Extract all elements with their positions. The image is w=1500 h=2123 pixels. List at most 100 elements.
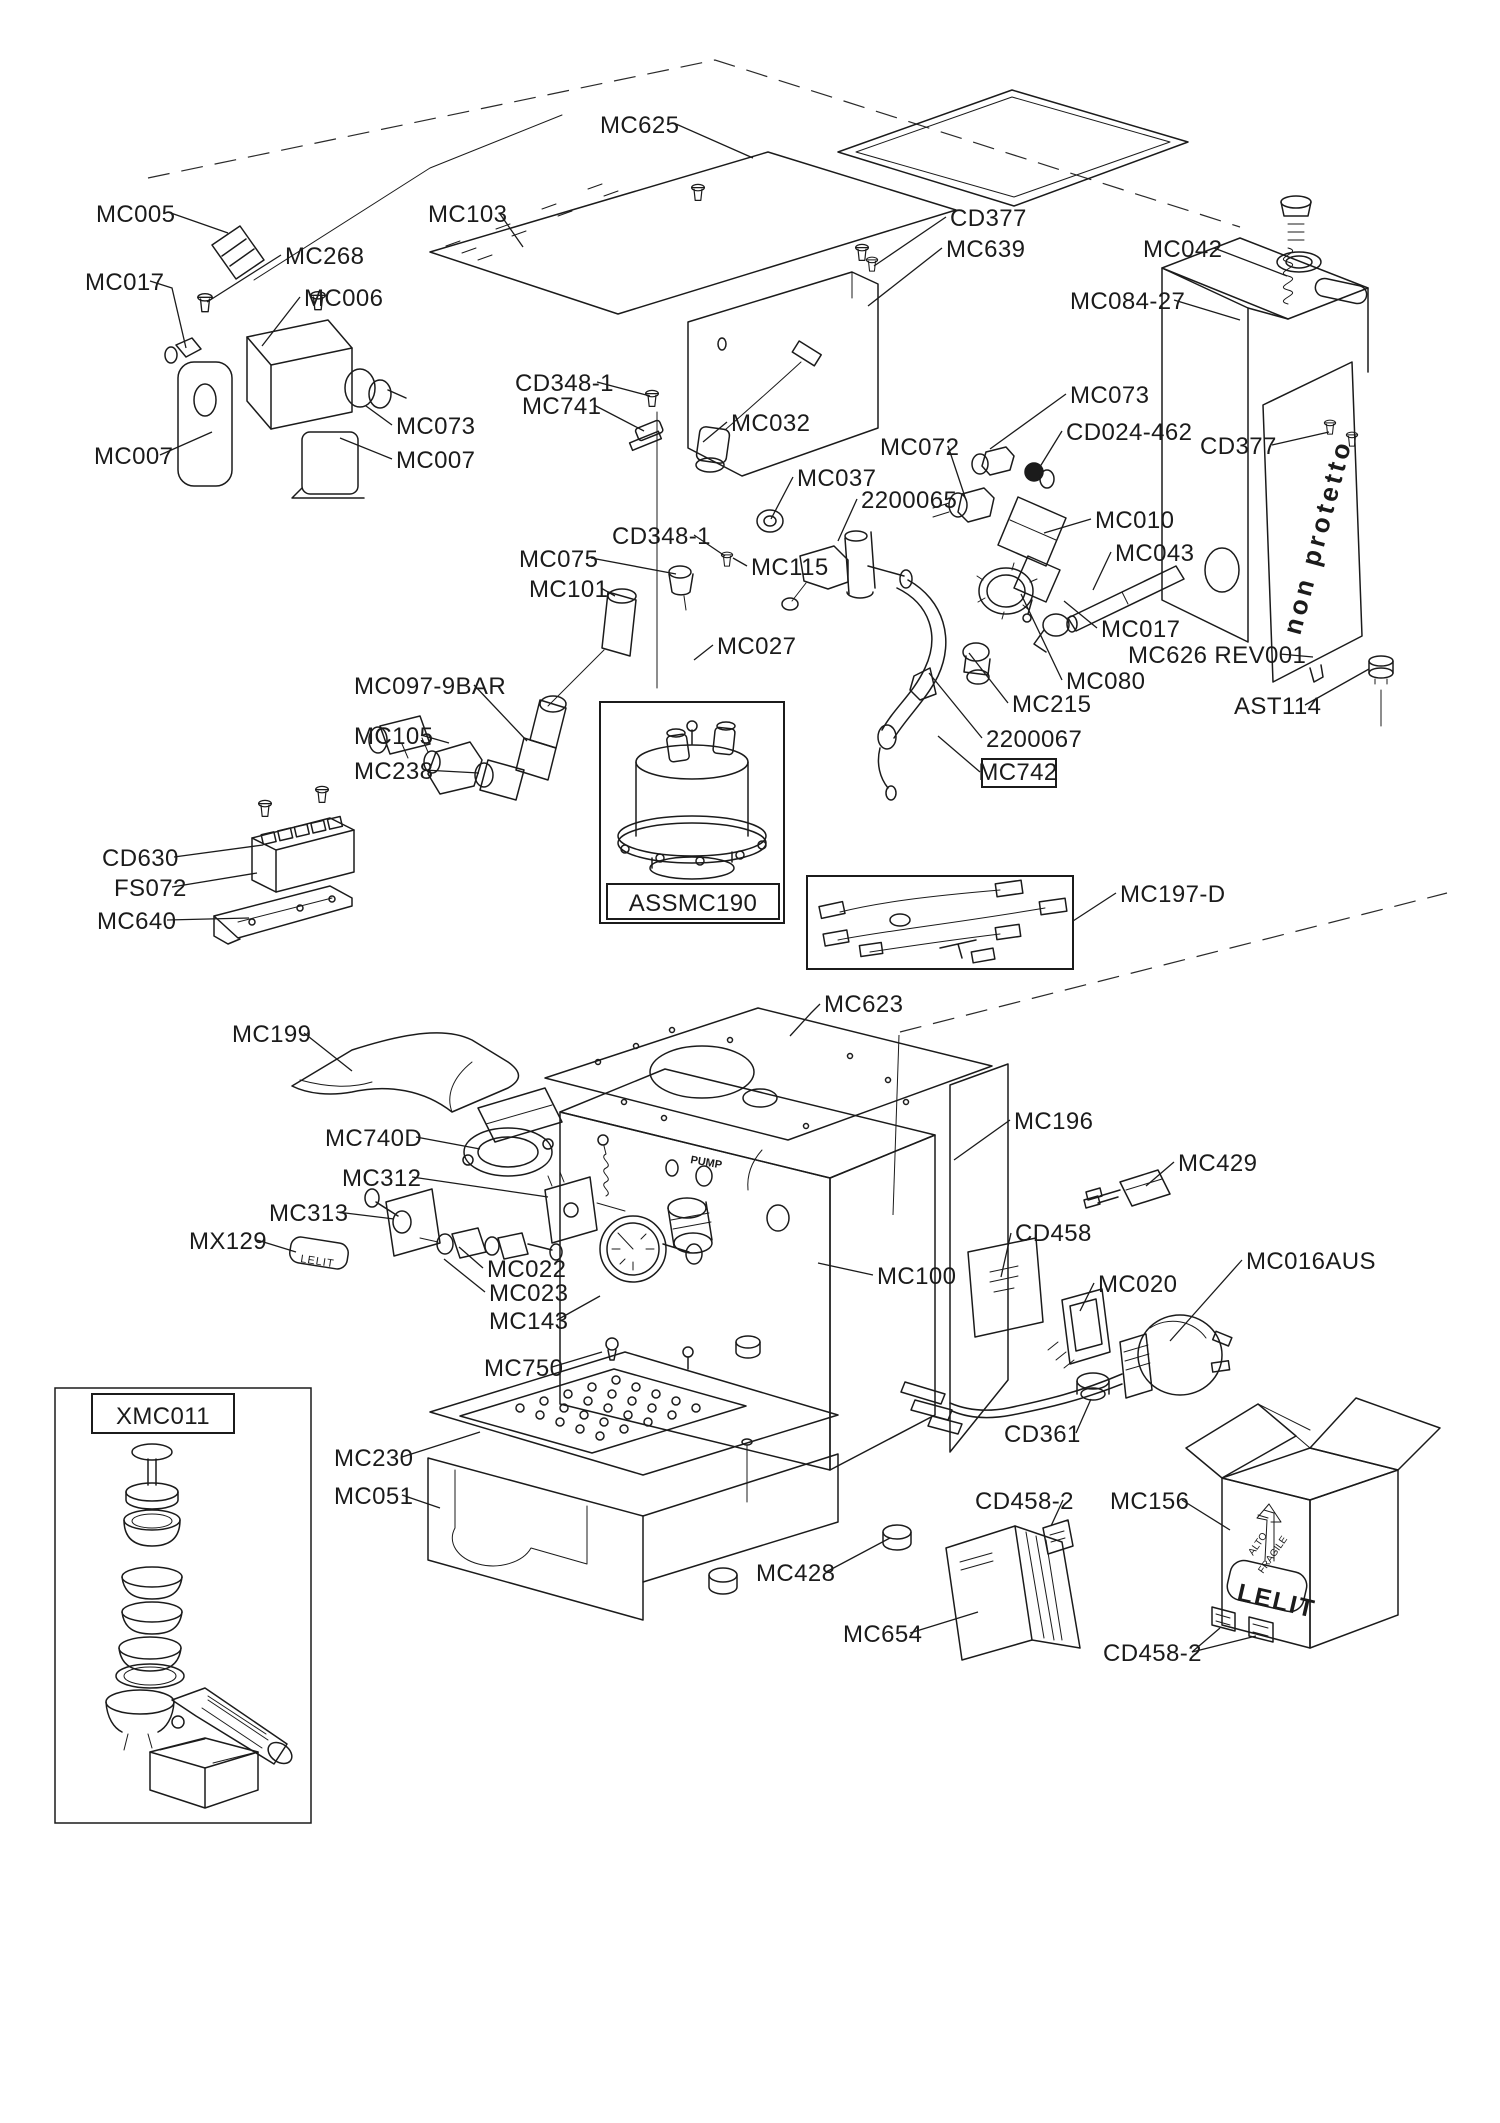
part-label-text-MC075: MC075 [519, 546, 598, 573]
part-label-text-MC080: MC080 [1066, 668, 1145, 695]
part-label-text-MC043: MC043 [1115, 540, 1194, 567]
part-label-text-AST114: AST114 [1234, 693, 1321, 720]
part-label-text-MC238: MC238 [354, 758, 433, 785]
leader-line-MC051 [401, 1494, 441, 1509]
part-label-text-MC626-REV001: MC626 REV001 [1128, 642, 1306, 669]
part-label-text-MC037: MC037 [797, 465, 876, 492]
label-frame-XMC011 [91, 1393, 235, 1434]
leader-line-MC215 [968, 652, 1009, 704]
part-label-CD361: CD361 [1004, 1398, 1092, 1448]
part-label-text-MC197-D: MC197-D [1120, 881, 1226, 908]
part-label-MC032: MC032 [702, 410, 810, 443]
part-label-MC023: MC023 [443, 1258, 568, 1307]
leader-line-CD458-2-low [1191, 1635, 1257, 1653]
part-label-text-MC007-right: MC007 [396, 447, 475, 474]
leader-line-MC072 [947, 445, 967, 501]
part-label-text-MC032: MC032 [731, 410, 810, 437]
leader-line-CD348-1-b [693, 534, 726, 557]
leader-line-CD458 [1000, 1232, 1012, 1278]
leader-line-MC741 [593, 404, 645, 432]
leader-line-MC097-9BAR [473, 684, 528, 742]
part-label-MC010: MC010 [1043, 507, 1174, 534]
part-label-MC625: MC625 [600, 112, 754, 159]
part-label-text-MC750: MC750 [484, 1355, 563, 1382]
part-label-MC230: MC230 [334, 1431, 481, 1472]
leader-line-MC010 [1043, 518, 1092, 534]
leader-line-MC007-right [339, 437, 393, 460]
part-label-MC143: MC143 [489, 1295, 601, 1335]
part-label-MC017: MC017 [85, 269, 187, 349]
part-label-text-CD348-1-a: CD348-1 [515, 370, 614, 397]
leader-line-FS072 [171, 872, 258, 888]
part-label-text-MC625: MC625 [600, 112, 679, 139]
part-label-MC007-right: MC007 [339, 437, 475, 474]
part-label-text-MC073-valve: MC073 [1070, 382, 1149, 409]
part-label-MC105: MC105 [354, 723, 450, 750]
part-label-text-MC072: MC072 [880, 434, 959, 461]
part-label-MC654: MC654 [843, 1611, 979, 1648]
part-label-text-MC741: MC741 [522, 393, 601, 420]
leader-line-MC197-D [1072, 892, 1117, 922]
power-board-art [213, 785, 355, 945]
page-marks [150, 1862, 1445, 2104]
tray-cover-art [291, 1032, 520, 1113]
part-label-MC639: MC639 [867, 236, 1025, 307]
part-label-MC199: MC199 [232, 1021, 353, 1072]
leader-line-MC075 [590, 557, 677, 575]
machine-body-art [544, 1007, 1009, 1471]
leader-line-MC268 [206, 254, 282, 303]
drip-tray-art [427, 1351, 912, 1621]
leader-line-MC080 [1020, 593, 1063, 681]
boiler-frame [599, 701, 785, 924]
part-label-text-MX129: MX129 [189, 1228, 267, 1255]
leader-line-MC020 [1079, 1282, 1095, 1312]
part-label-MC080: MC080 [1020, 593, 1145, 695]
manual-art [945, 1525, 1081, 1661]
leader-line-MC312 [411, 1176, 549, 1198]
part-label-text-MC103: MC103 [428, 201, 507, 228]
leader-line-AST114 [1304, 668, 1370, 706]
part-label-MC103: MC103 [428, 201, 524, 248]
leader-line-MC654 [909, 1611, 979, 1634]
part-label-text-MC084-27: MC084-27 [1070, 288, 1185, 315]
part-label-text-MC230: MC230 [334, 1445, 413, 1472]
leader-line-MC428 [825, 1537, 891, 1573]
spare-labels-art [1042, 1519, 1074, 1555]
construction-line-right [899, 892, 1448, 1033]
leader-line-2200065 [837, 498, 858, 542]
part-label-text-MC023: MC023 [489, 1280, 568, 1307]
part-label-MC313: MC313 [269, 1200, 395, 1227]
part-label-MC005: MC005 [96, 201, 229, 234]
leader-line-MC017 [149, 280, 187, 349]
part-label-MC042: MC042 [1143, 236, 1288, 277]
label-frame-MC742 [981, 758, 1057, 788]
part-label-MC626-REV001: MC626 REV001 [1128, 642, 1314, 669]
part-label-MC623: MC623 [789, 991, 903, 1037]
leader-line-MC073-pump [365, 405, 393, 426]
part-label-MC100: MC100 [817, 1262, 956, 1290]
part-label-MC016AUS: MC016AUS [1169, 1248, 1376, 1342]
part-label-MC072: MC072 [880, 434, 967, 501]
part-label-MC429: MC429 [1145, 1150, 1257, 1187]
shipping-box-art [1185, 1397, 1441, 1649]
part-label-text-MC101: MC101 [529, 576, 608, 603]
part-label-XMC011: XMC011 [91, 1393, 235, 1434]
leader-line-MC626-REV001 [1279, 653, 1314, 658]
part-label-MC037: MC037 [770, 465, 876, 520]
leader-line-CD458-2-up [1050, 1499, 1064, 1527]
top-cover-panel-art [837, 89, 1189, 207]
part-label-MC097-9BAR: MC097-9BAR [354, 673, 528, 742]
leader-line-MC037 [770, 476, 794, 520]
part-label-text-MC016AUS: MC016AUS [1246, 1248, 1376, 1275]
leader-line-MC042 [1213, 247, 1288, 277]
cup-warmer-frame-art [429, 151, 957, 315]
leader-line-MC143 [556, 1295, 601, 1321]
leader-line-CD348-1-a [596, 381, 651, 397]
part-label-MC741: MC741 [522, 393, 645, 432]
harness-frame [806, 875, 1074, 970]
part-label-MC006: MC006 [261, 285, 383, 347]
part-label-CD377-top: CD377 [873, 205, 1026, 267]
part-label-text-MC100: MC100 [877, 1263, 956, 1290]
part-label-MC073-pump: MC073 [365, 405, 475, 440]
part-label-MC312: MC312 [342, 1165, 549, 1198]
